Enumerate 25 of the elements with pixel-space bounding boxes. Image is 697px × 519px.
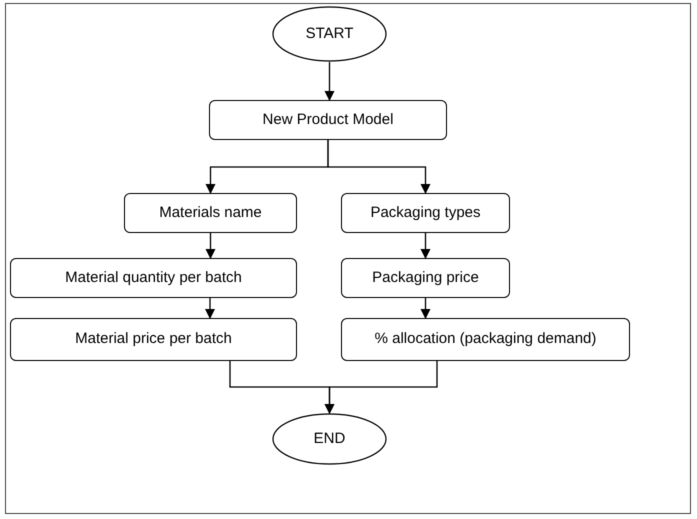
node-label: Material price per batch: [75, 329, 232, 350]
process-box: [124, 193, 297, 233]
node-label: New Product Model: [262, 110, 394, 130]
process-box: [341, 258, 510, 298]
process-box: [341, 318, 630, 361]
process-box: [10, 318, 297, 361]
node-label: % allocation (packaging demand): [374, 329, 596, 350]
node-label: Material quantity per batch: [65, 268, 242, 288]
process-box: [10, 258, 297, 298]
arrow: [206, 233, 216, 259]
node-label: START: [306, 24, 354, 44]
node-label: Materials name: [159, 202, 262, 223]
process-box: [341, 193, 510, 233]
arrow: [324, 361, 438, 414]
node-label: END: [314, 428, 346, 449]
terminal-ellipse: [272, 6, 387, 62]
terminal-ellipse: [272, 413, 387, 465]
arrow: [327, 140, 430, 194]
node-label: Packaging types: [370, 202, 481, 223]
node-label: Packaging price: [372, 268, 479, 288]
arrow: [205, 298, 215, 319]
process-box: [209, 100, 447, 140]
arrow: [420, 233, 430, 259]
arrow: [324, 62, 334, 101]
arrow: [420, 298, 430, 319]
